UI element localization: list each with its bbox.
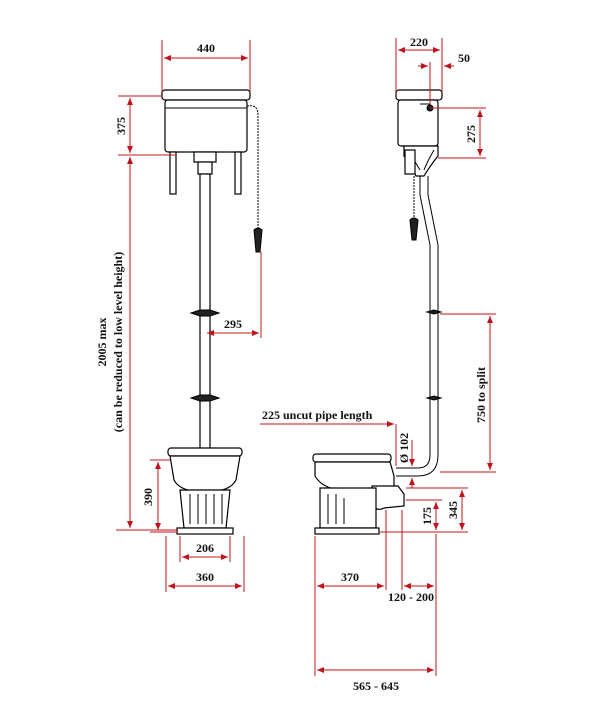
label-pan-height: 390 bbox=[141, 488, 155, 506]
label-inlet-offset: 50 bbox=[458, 51, 470, 65]
dim-cistern-height-side: 275 bbox=[430, 107, 486, 159]
dim-overall-projection: 565 - 645 bbox=[317, 667, 434, 693]
dim-uncut-pipe: 225 uncut pipe length bbox=[260, 408, 397, 466]
front-flush-pipe bbox=[189, 173, 221, 450]
dim-cistern-height-front: 375 bbox=[114, 95, 176, 156]
label-split-height: 750 to split bbox=[474, 367, 488, 423]
label-outlet-projection: 120 - 200 bbox=[388, 590, 434, 604]
side-pan bbox=[312, 453, 405, 535]
label-cistern-height-side: 275 bbox=[464, 125, 478, 143]
front-cistern bbox=[161, 89, 251, 195]
dim-pipe-diameter: Ø 102 bbox=[397, 433, 415, 488]
dim-pedestal-width: 206 bbox=[179, 536, 231, 562]
label-pedestal-width: 206 bbox=[196, 541, 214, 555]
side-view: 220 50 275 750 to split 225 uncut pipe l… bbox=[260, 35, 496, 693]
dim-outlet-height: 345 bbox=[380, 487, 468, 533]
dim-cistern-depth: 220 bbox=[395, 35, 443, 92]
dim-split-height: 750 to split bbox=[440, 313, 496, 473]
dim-pan-width: 360 bbox=[165, 536, 245, 592]
label-cistern-height-front: 375 bbox=[114, 117, 128, 135]
label-cistern-depth: 220 bbox=[410, 35, 428, 49]
dim-pan-depth: 370 bbox=[314, 510, 387, 676]
dim-overall-height: 2005 max (can be reduced to low level he… bbox=[95, 157, 178, 531]
label-cistern-width: 440 bbox=[197, 41, 215, 55]
label-overall-height-line2: (can be reduced to low level height) bbox=[111, 252, 125, 432]
label-chain-offset: 295 bbox=[224, 317, 242, 331]
dim-inlet-offset: 50 bbox=[418, 51, 470, 104]
side-flush-pipe bbox=[396, 176, 443, 477]
side-pull-chain bbox=[409, 176, 419, 241]
dim-outlet-centre: 175 bbox=[406, 499, 442, 530]
label-outlet-height: 345 bbox=[446, 501, 460, 519]
dim-chain-offset: 295 bbox=[207, 252, 262, 338]
label-pipe-diameter: Ø 102 bbox=[397, 433, 411, 463]
label-overall-projection: 565 - 645 bbox=[353, 679, 399, 693]
side-cistern bbox=[395, 89, 443, 177]
dim-cistern-width: 440 bbox=[161, 40, 251, 92]
label-pan-depth: 370 bbox=[341, 570, 359, 584]
front-pan bbox=[167, 447, 243, 535]
label-overall-height-line1: 2005 max bbox=[95, 318, 109, 367]
dim-pan-height: 390 bbox=[141, 459, 177, 533]
front-view: 440 375 2005 max (can be reduced to low … bbox=[95, 40, 263, 592]
label-uncut-pipe: 225 uncut pipe length bbox=[262, 408, 373, 422]
front-pull-chain bbox=[246, 105, 263, 253]
dim-outlet-projection: 120 - 200 bbox=[388, 510, 437, 676]
label-outlet-centre: 175 bbox=[420, 507, 434, 525]
label-pan-width: 360 bbox=[196, 570, 214, 584]
